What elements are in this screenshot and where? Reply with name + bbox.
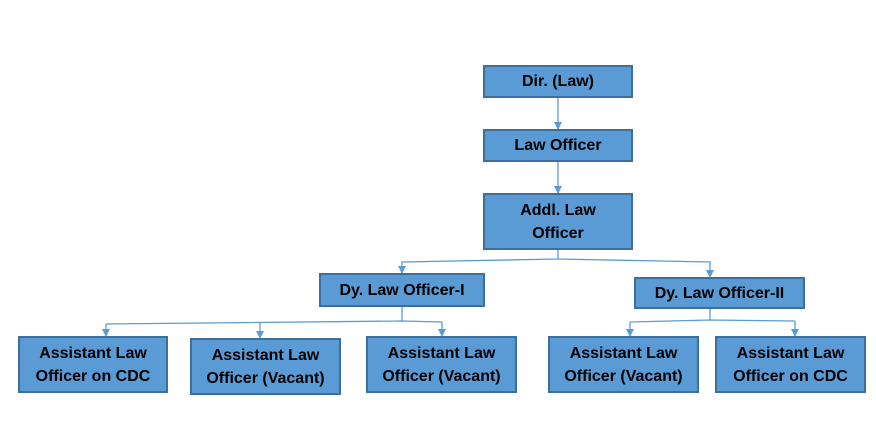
connector-dy2-bus (629, 319, 796, 323)
node-dy-law-officer-1-label: Dy. Law Officer-I (339, 281, 465, 299)
node-assistant-4-label: Assistant Law Officer (Vacant) (564, 344, 683, 385)
node-dir-law-label: Dir. (Law) (521, 73, 594, 90)
connector-addl-to-dy-officers (398, 250, 559, 274)
node-dy-law-officer-2-label: Dy. Law Officer-II (654, 284, 785, 302)
node-dir-law: Dir. (Law) (483, 65, 633, 98)
node-assistant-1-label: Assistant Law Officer on CDC (35, 344, 151, 385)
node-assistant-2-label: Assistant Law Officer (Vacant) (206, 346, 325, 387)
node-law-officer: Law Officer (483, 129, 633, 162)
node-dy-law-officer-1: Dy. Law Officer-I (319, 273, 485, 307)
node-addl-law-officer: Addl. Law Officer (483, 193, 633, 250)
node-assistant-3: Assistant Law Officer (Vacant) (366, 336, 517, 393)
node-assistant-5: Assistant Law Officer on CDC (715, 336, 866, 393)
node-dy-law-officer-2: Dy. Law Officer-II (634, 277, 805, 309)
connector-addl-to-dy-officer-2 (557, 258, 714, 278)
node-assistant-3-label: Assistant Law Officer (Vacant) (382, 344, 501, 385)
connector-dy1-bus (105, 320, 443, 325)
node-assistant-1: Assistant Law Officer on CDC (18, 336, 168, 393)
node-assistant-4: Assistant Law Officer (Vacant) (548, 336, 699, 393)
node-assistant-5-label: Assistant Law Officer on CDC (733, 344, 848, 385)
node-law-officer-label: Law Officer (514, 137, 602, 154)
node-assistant-2: Assistant Law Officer (Vacant) (190, 338, 341, 395)
node-addl-law-officer-label: Addl. Law Officer (520, 201, 596, 242)
